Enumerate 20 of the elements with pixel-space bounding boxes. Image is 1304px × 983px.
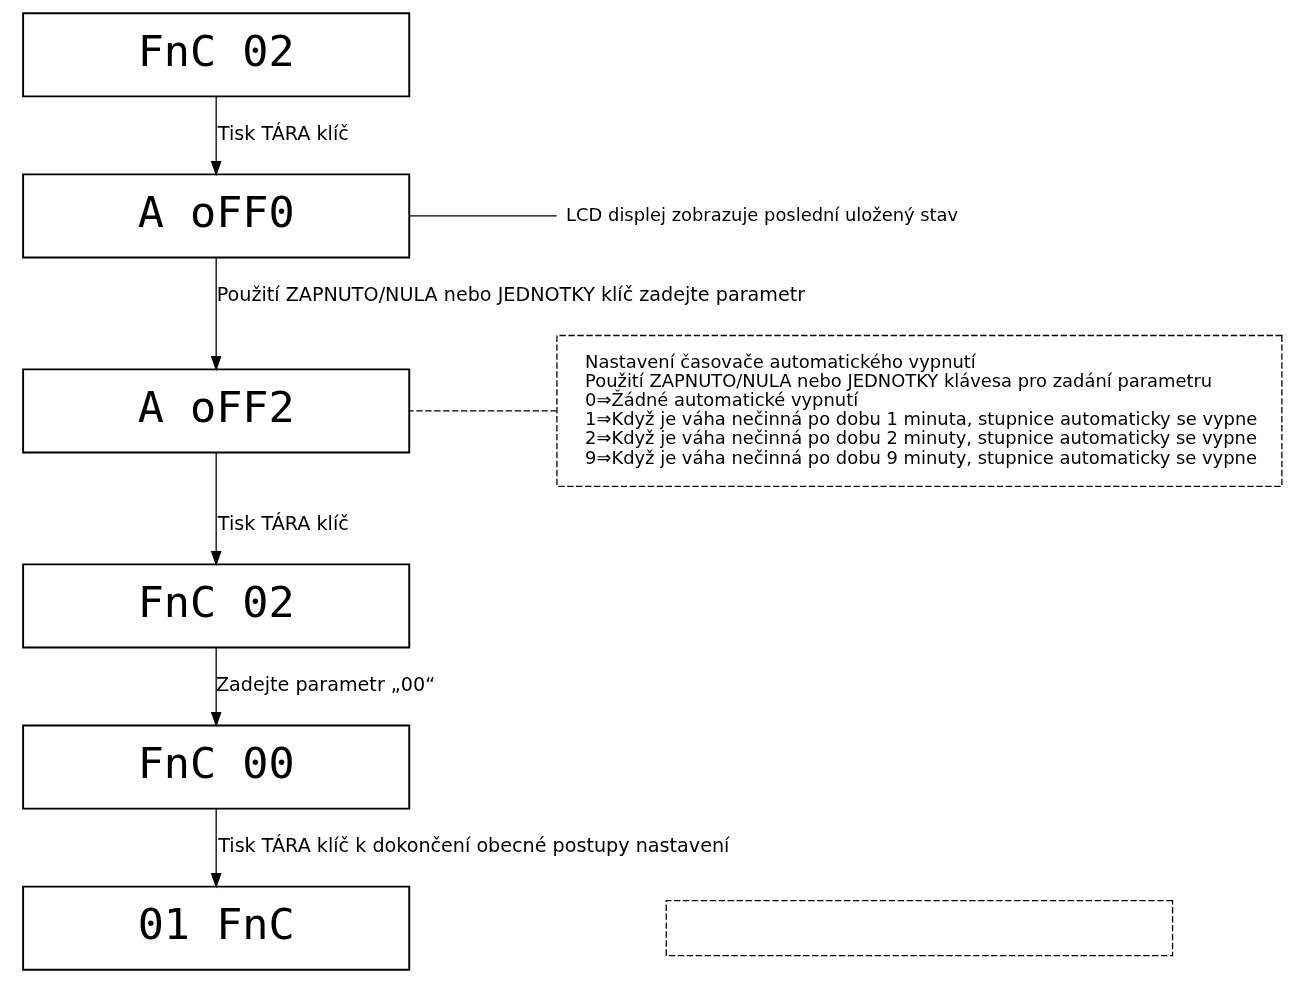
node-box xyxy=(665,900,1173,957)
edge-label: Tisk TÁRA klíč xyxy=(217,511,349,535)
arrow xyxy=(210,451,222,567)
arrow xyxy=(210,95,222,177)
edge-label: Zadejte parametr „00“ xyxy=(215,672,435,696)
node-box: FnC 02 xyxy=(21,563,410,649)
arrow xyxy=(210,647,222,728)
node-box: FnC 02 xyxy=(21,12,410,98)
arrow xyxy=(210,808,222,889)
node-box: 01 FnC xyxy=(21,885,410,971)
node-text: LCD displej zobrazuje poslední uložený stav xyxy=(565,203,958,225)
edge-label: Použití ZAPNUTO/NULA nebo JEDNOTKY klíč zadejte parametr xyxy=(216,282,805,306)
connector xyxy=(408,215,557,217)
arrow xyxy=(210,256,222,372)
node-box: FnC 00 xyxy=(21,724,410,810)
edge-label: Tisk TÁRA klíč xyxy=(217,121,349,145)
node-box: A oFF0 xyxy=(21,173,410,259)
node-box: A oFF2 xyxy=(21,368,410,454)
edge-label: Tisk TÁRA klíč k dokončení obecné postupy nastavení xyxy=(217,834,729,858)
node-box: Nastavení časovače automatického vypnutí Použití ZAPNUTO/NULA nebo JEDNOTKY klávesa pro zadání parametru 0⇒Žádné automatické vypnutí 1⇒Když je váha nečinná po dobu 1 minuta, stupnice automaticky se vypne 2⇒Když je váha nečinná po dobu 2 minuty, stupnice automaticky se vypne 9⇒Když je váha nečinná po dobu 9 minuty, stupnice automaticky se vypne xyxy=(555,334,1283,488)
